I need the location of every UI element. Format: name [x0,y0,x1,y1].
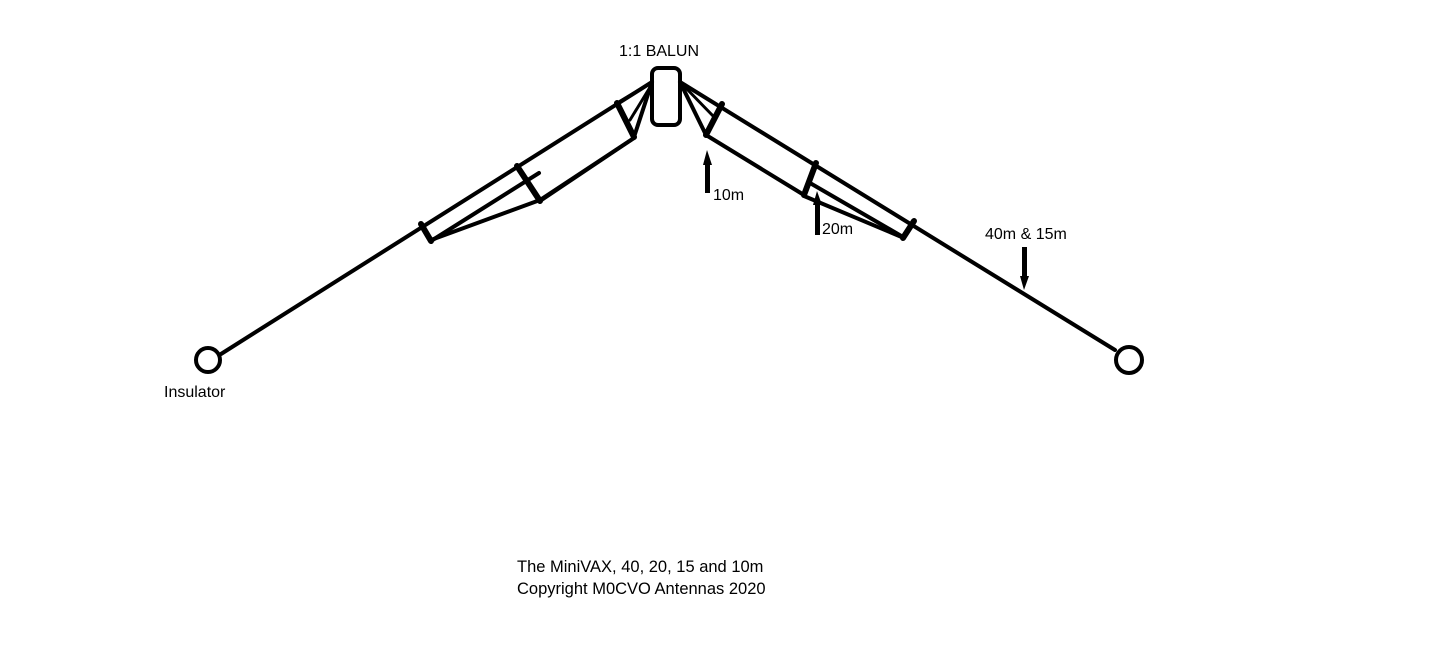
arrow-40m15m-icon [1020,247,1029,290]
band-20m-label: 20m [822,221,854,238]
right-element [678,80,1117,352]
insulator-label: Insulator [164,384,226,401]
balun-label: 1:1 BALUN [619,43,700,60]
left-element [219,80,654,356]
caption-title: The MiniVAX, 40, 20, 15 and 10m [517,558,764,576]
left-insulator [194,346,222,374]
arrow-10m-icon [703,150,712,193]
band-10m-label: 10m [713,187,745,204]
right-insulator [1114,345,1144,375]
caption-copyright: Copyright M0CVO Antennas 2020 [517,580,766,598]
caption: The MiniVAX, 40, 20, 15 and 10m Copyrigh… [517,556,766,600]
band-40m-15m-label: 40m & 15m [985,226,1067,243]
balun-box [650,66,682,127]
arrow-20m-icon [813,191,822,235]
